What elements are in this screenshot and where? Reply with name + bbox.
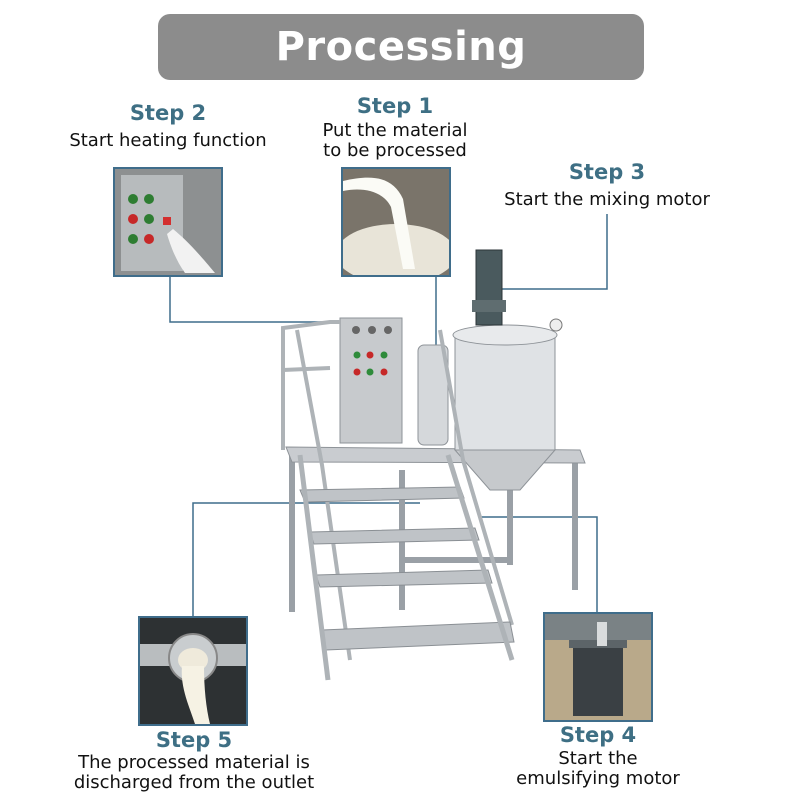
connector-lines xyxy=(169,214,608,620)
photo-step-2-control-panel xyxy=(113,167,223,277)
connector-step-4 xyxy=(480,516,598,612)
photo-step-5-discharge-outlet xyxy=(138,616,248,726)
mixer-machine-illustration xyxy=(281,249,586,681)
step-2-label: Step 2 xyxy=(129,101,207,125)
photo-step-4-emulsifying-motor xyxy=(543,612,653,722)
step-4-label: Step 4 xyxy=(559,723,637,747)
step-1-label: Step 1 xyxy=(356,94,434,118)
step-3-description: Start the mixing motor xyxy=(504,189,710,210)
step-3-label: Step 3 xyxy=(568,160,646,184)
connector-step-3 xyxy=(500,214,608,290)
step-5-label: Step 5 xyxy=(155,728,233,752)
connector-step-5 xyxy=(192,502,420,620)
step-5-description: The processed material is discharged fro… xyxy=(73,752,315,793)
photo-step-1-material-pour xyxy=(341,167,451,277)
connector-step-2 xyxy=(169,275,350,323)
step-1-description: Put the material to be processed xyxy=(322,120,468,161)
step-2-description: Start heating function xyxy=(69,130,267,151)
step-4-description: Start the emulsifying motor xyxy=(516,748,680,789)
page-title: Processing Procedure xyxy=(158,14,644,136)
